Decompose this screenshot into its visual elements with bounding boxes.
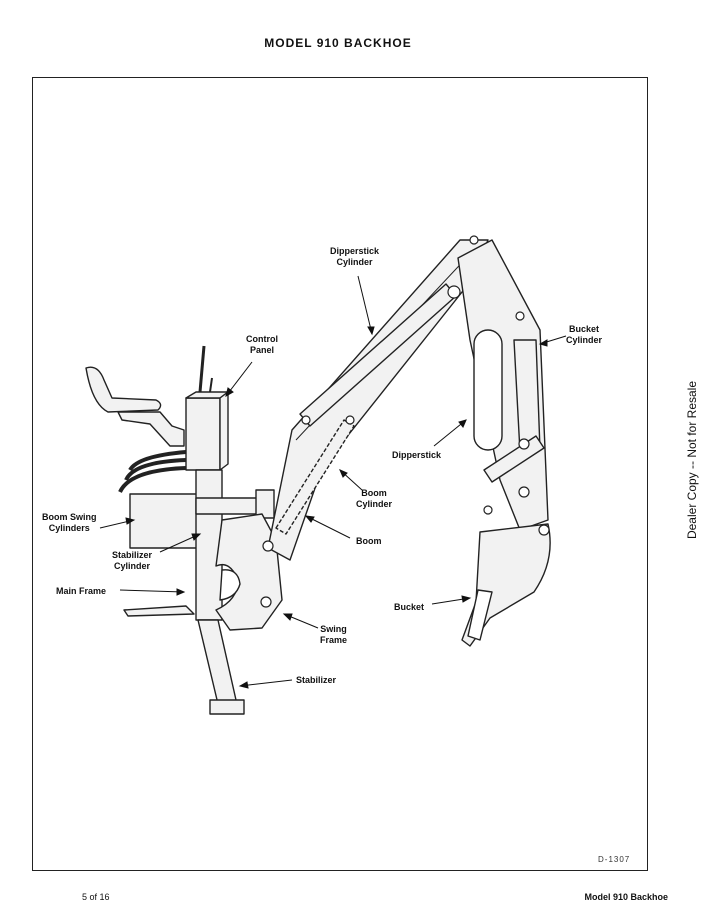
- control-panel: [185, 397, 221, 471]
- label-boom-swing-cylinders: Boom Swing Cylinders: [42, 512, 97, 534]
- label-line: Boom: [361, 488, 387, 498]
- label-bucket: Bucket: [394, 602, 425, 612]
- label-line: Bucket: [569, 324, 600, 334]
- label-line: Dipperstick: [330, 246, 380, 256]
- label-swing-frame: Swing Frame: [320, 624, 347, 646]
- stabilizer-leg: [197, 619, 237, 705]
- boom-cylinder: [275, 419, 355, 535]
- seat: [85, 366, 162, 413]
- label-dipperstick-cylinder: Dipperstick Cylinder: [330, 246, 379, 268]
- label-boom-cylinder: Boom Cylinder: [356, 488, 392, 510]
- label-line: Panel: [249, 345, 274, 355]
- label-line: Swing: [320, 624, 347, 634]
- figure-id: D-1307: [598, 855, 631, 864]
- label-line: Boom Swing: [42, 512, 97, 522]
- label-line: Cylinder: [114, 561, 151, 571]
- figure-frame: [32, 77, 648, 871]
- label-line: Frame: [320, 635, 348, 645]
- side-watermark-text: Dealer Copy -- Not for Resale: [685, 380, 699, 540]
- main-frame-column: [195, 469, 223, 621]
- label-main-frame: Main Frame: [56, 586, 107, 596]
- label-stabilizer: Stabilizer: [296, 675, 337, 685]
- label-line: Cylinders: [48, 523, 90, 533]
- footer-page-number: 5 of 16: [82, 892, 110, 902]
- label-stabilizer-cylinder: Stabilizer Cylinder: [112, 550, 152, 572]
- label-line: Cylinder: [336, 257, 373, 267]
- label-line: Control: [246, 334, 278, 344]
- label-bucket-cylinder: Bucket Cylinder: [566, 324, 602, 346]
- label-control-panel: Control Panel: [246, 334, 278, 356]
- label-line: Cylinder: [566, 335, 603, 345]
- label-line: Cylinder: [356, 499, 393, 509]
- page-title: MODEL 910 BACKHOE: [264, 36, 412, 50]
- footer-title: Model 910 Backhoe: [584, 892, 668, 902]
- label-boom: Boom: [356, 536, 382, 546]
- label-line: Stabilizer: [112, 550, 153, 560]
- dipperstick-cylinder: [299, 283, 457, 427]
- label-dipperstick: Dipperstick: [392, 450, 442, 460]
